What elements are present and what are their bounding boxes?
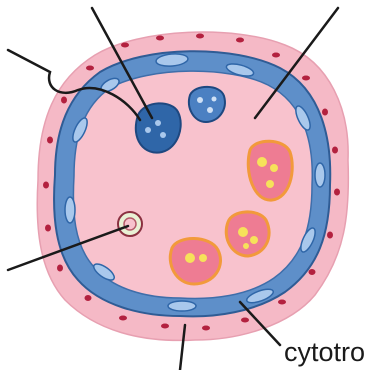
cytotrophoblast-label: cytotro	[284, 339, 365, 366]
blood-cell-upper	[248, 141, 292, 200]
white-ring-cell	[118, 212, 142, 236]
blue-cell-large	[136, 103, 181, 152]
blue-cell-small	[189, 87, 225, 122]
blood-cell-lower	[170, 238, 220, 284]
blood-cell-middle	[226, 212, 269, 256]
